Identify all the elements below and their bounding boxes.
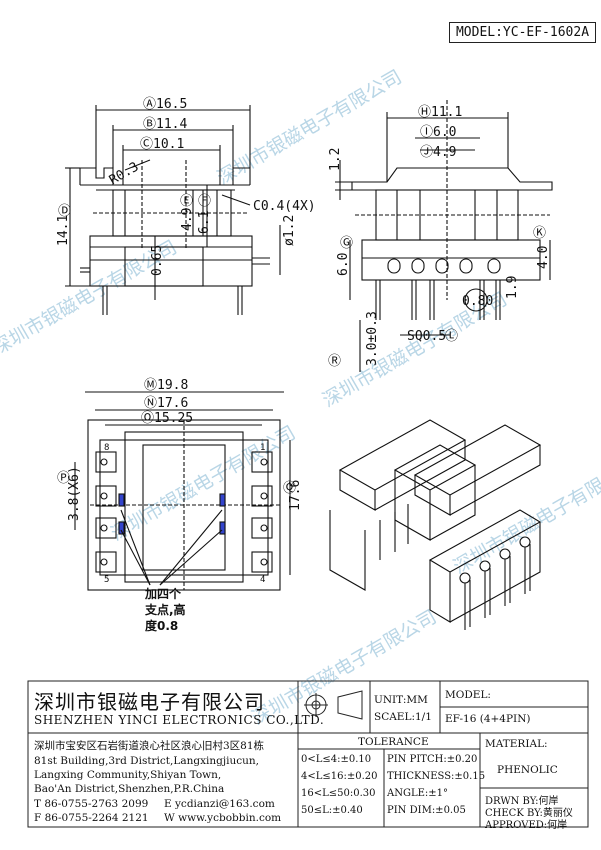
svg-text:Ⓓ: Ⓓ	[58, 204, 71, 219]
scale-label: SCAEL:1/1	[374, 711, 432, 723]
tolerance-row: 4<L≤16:±0.20	[301, 771, 378, 782]
svg-text:3.0±0.3: 3.0±0.3	[365, 311, 380, 366]
checked-by: CHECK BY:黄丽仪	[485, 808, 573, 819]
svg-text:1.9: 1.9	[505, 276, 520, 299]
tolerance-row: 16<L≤50:0.30	[301, 788, 376, 799]
svg-text:SQ0.5: SQ0.5	[407, 329, 446, 344]
email: E ycdianzi@163.com	[164, 798, 275, 810]
svg-text:8: 8	[104, 443, 109, 453]
tolerance-row: THICKNESS:±0.15	[387, 771, 486, 782]
isometric-view	[329, 419, 542, 630]
svg-text:C0.4(4X): C0.4(4X)	[253, 199, 316, 214]
tolerance-title: TOLERANCE	[358, 736, 429, 748]
watermark: 深圳市银磁电子有限公司 深圳市银磁电子有限公司 深圳市银磁电子有限公司 深圳市银…	[0, 66, 601, 730]
material-value: PHENOLIC	[497, 764, 558, 776]
website: W www.ycbobbin.com	[164, 812, 282, 824]
tolerance-row: ANGLE:±1°	[387, 788, 449, 799]
svg-text:Ⓠ: Ⓠ	[283, 481, 296, 496]
dimension-labels: Ⓐ16.5 Ⓑ11.4 Ⓒ10.1 R0.3 Ⓓ 14.1 Ⓔ 4.9 Ⓕ 6.…	[56, 97, 551, 585]
bottom-view	[74, 391, 291, 591]
company-name-cn: 深圳市银磁电子有限公司	[34, 690, 265, 714]
model-field-value: EF-16 (4+4PIN)	[445, 713, 531, 725]
svg-text:17.6: 17.6	[288, 480, 303, 511]
svg-text:支点,高: 支点,高	[144, 602, 186, 617]
svg-text:Ⓚ: Ⓚ	[533, 226, 546, 241]
svg-text:Ⓞ15.25: Ⓞ15.25	[141, 411, 193, 426]
svg-text:6.1: 6.1	[197, 211, 212, 234]
tolerance-row: PIN PITCH:±0.20	[387, 754, 478, 765]
svg-text:6.0: 6.0	[336, 253, 351, 276]
svg-text:3.8(X6): 3.8(X6)	[67, 466, 82, 521]
svg-text:Ⓔ: Ⓔ	[180, 194, 193, 209]
svg-text:Ⓗ11.1: Ⓗ11.1	[418, 105, 462, 120]
address-en-line: Bao'An District,Shenzhen,P.R.China	[34, 783, 225, 795]
svg-text:深圳市银磁电子有限公司: 深圳市银磁电子有限公司	[214, 66, 406, 190]
svg-text:4.9: 4.9	[180, 208, 195, 231]
svg-text:度0.8: 度0.8	[145, 618, 178, 633]
svg-text:Ⓒ10.1: Ⓒ10.1	[140, 137, 184, 152]
tolerance-row: 50≤L:±0.40	[301, 805, 363, 816]
title-block-frame	[27, 680, 589, 828]
svg-text:Ⓕ: Ⓕ	[198, 194, 211, 209]
company-name-en: SHENZHEN YINCI ELECTRONICS CO.,LTD.	[34, 713, 325, 727]
front-view	[65, 105, 281, 315]
model-field-label: MODEL:	[445, 689, 491, 701]
svg-text:Ⓖ: Ⓖ	[340, 236, 353, 251]
support-note: 加四个 支点,高 度0.8	[144, 586, 186, 633]
svg-text:4.0: 4.0	[536, 246, 551, 269]
svg-text:加四个: 加四个	[144, 586, 182, 601]
svg-text:Ⓡ: Ⓡ	[328, 354, 341, 369]
svg-text:5: 5	[104, 575, 109, 585]
svg-text:Ⓟ: Ⓟ	[57, 471, 70, 486]
svg-text:ø1.2: ø1.2	[282, 215, 297, 246]
tolerance-row: 0<L≤4:±0.10	[301, 754, 372, 765]
svg-text:0.65: 0.65	[150, 245, 165, 276]
svg-text:1.2: 1.2	[328, 148, 343, 171]
model-label: MODEL:YC-EF-1602A	[449, 22, 596, 43]
svg-text:Ⓝ17.6: Ⓝ17.6	[144, 396, 188, 411]
svg-text:0.80: 0.80	[462, 294, 493, 309]
address-en-line: Langxing Community,Shiyan Town,	[34, 769, 222, 781]
svg-text:Ⓙ4.9: Ⓙ4.9	[420, 145, 456, 160]
side-view	[335, 100, 553, 372]
fax: F 86-0755-2264 2121	[34, 812, 149, 824]
svg-text:14.1: 14.1	[56, 215, 71, 246]
svg-text:R0.3: R0.3	[107, 160, 142, 189]
svg-text:Ⓜ19.8: Ⓜ19.8	[144, 378, 188, 393]
address-en-line: 81st Building,3rd District,Langxingjiucu…	[34, 755, 259, 767]
material-label: MATERIAL:	[485, 738, 548, 750]
svg-text:1: 1	[260, 443, 265, 453]
approved-by: APPROVED:何岸	[485, 820, 568, 831]
unit-label: UNIT:MM	[374, 694, 428, 706]
tolerance-row: PIN DIM:±0.05	[387, 805, 466, 816]
svg-text:Ⓛ: Ⓛ	[445, 329, 458, 344]
drawn-by: DRWN BY:何岸	[485, 796, 559, 807]
svg-text:Ⓑ11.4: Ⓑ11.4	[143, 117, 187, 132]
svg-text:4: 4	[260, 575, 265, 585]
svg-text:Ⓘ6.0: Ⓘ6.0	[420, 125, 456, 140]
svg-text:Ⓐ16.5: Ⓐ16.5	[143, 97, 187, 112]
address-cn: 深圳市宝安区石岩街道浪心社区浪心旧村3区81栋	[34, 740, 265, 752]
telephone: T 86-0755-2763 2099	[34, 798, 149, 810]
